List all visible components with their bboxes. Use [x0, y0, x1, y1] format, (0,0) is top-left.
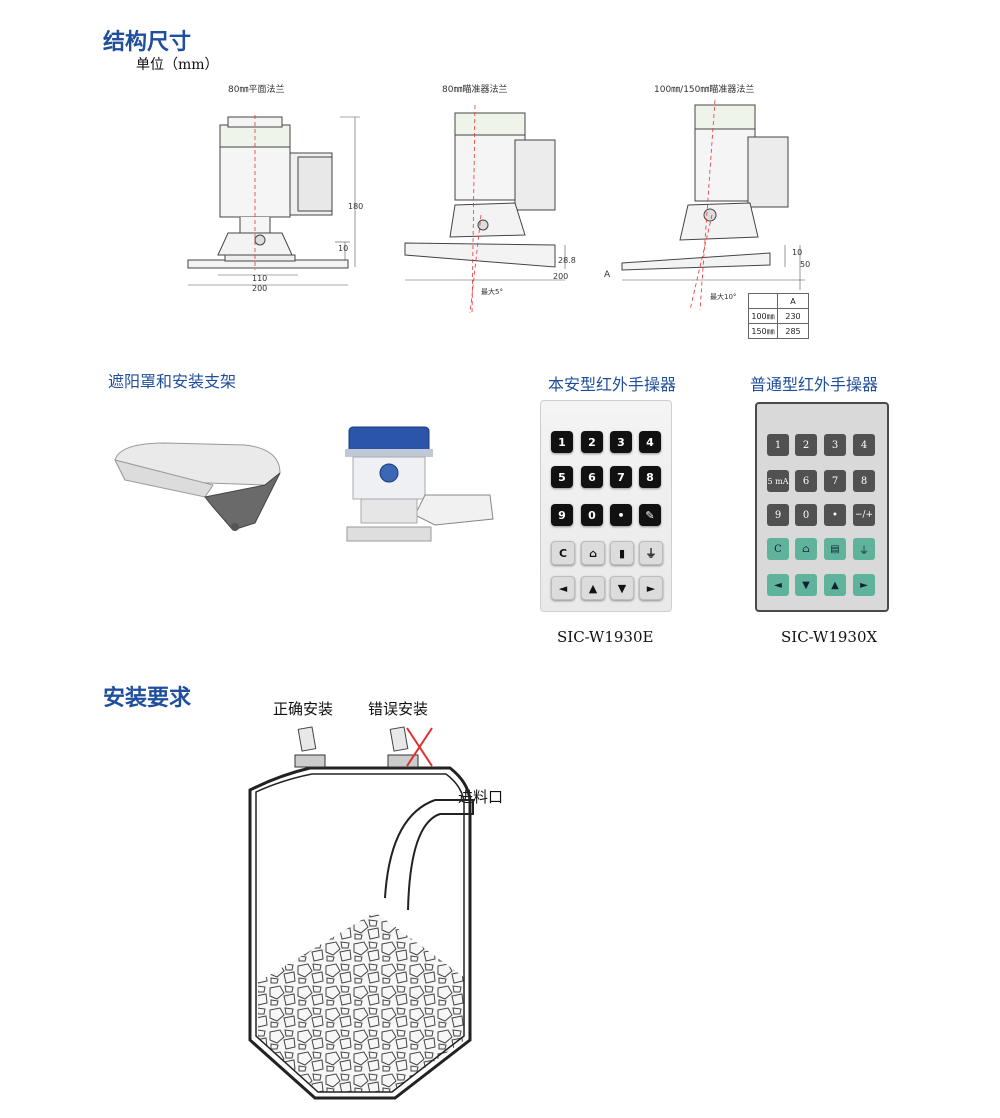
dim-28-8: 28.8 — [558, 256, 576, 265]
key-7[interactable]: 7 — [610, 466, 632, 488]
silo-diagram — [248, 726, 474, 1100]
arrow-left-icon[interactable]: ◄ — [551, 576, 575, 600]
key-c[interactable]: C — [551, 541, 575, 565]
dim-200: 200 — [252, 284, 267, 293]
diagram-aimer-flange-80: 28.8 200 最大5° — [404, 104, 576, 316]
table-cell: 100㎜ — [748, 308, 778, 324]
wrong-install-label: 错误安装 — [368, 700, 429, 718]
dim-50-5: 50.5 — [800, 260, 810, 269]
key-9[interactable]: 9 — [551, 504, 573, 526]
key-4[interactable]: 4 — [639, 431, 661, 453]
dim-A: A — [604, 270, 611, 280]
remote2-model: SIC-W1930X — [781, 628, 878, 646]
sunshade-image — [114, 442, 281, 531]
diagram3-caption: 100㎜/150㎜瞄准器法兰 — [654, 85, 755, 95]
correct-install-label: 正确安装 — [273, 700, 334, 718]
key-4[interactable]: 4 — [853, 434, 875, 456]
table-cell: 150㎜ — [748, 323, 778, 339]
key-enter[interactable]: ⏚ — [639, 541, 663, 565]
section-title-installation: 安装要求 — [103, 686, 192, 711]
key-menu[interactable]: ▤ — [824, 538, 846, 560]
key-plus-minus[interactable]: −/+ — [853, 504, 875, 526]
remote-standard: 1 2 3 4 5 mA 6 7 8 9 0 • −/+ C ⌂ ▤ ⏚ ◄ ▼… — [755, 402, 889, 612]
key-edit[interactable]: ✎ — [639, 504, 661, 526]
key-3[interactable]: 3 — [824, 434, 846, 456]
angle-5: 最大5° — [481, 287, 503, 296]
key-5[interactable]: 5 mA — [767, 470, 789, 492]
key-1[interactable]: 1 — [767, 434, 789, 456]
arrow-right-icon[interactable]: ► — [639, 576, 663, 600]
table-header-a: A — [777, 293, 809, 309]
key-c[interactable]: C — [767, 538, 789, 560]
dim-10: 10 — [338, 244, 348, 253]
key-5[interactable]: 5 — [551, 466, 573, 488]
diagram-flat-flange: 180 10 110 200 — [187, 115, 363, 293]
key-6[interactable]: 6 — [795, 470, 817, 492]
key-dot[interactable]: • — [610, 504, 632, 526]
diagram2-caption: 80㎜瞄准器法兰 — [442, 85, 508, 95]
arrow-left-icon[interactable]: ◄ — [767, 574, 789, 596]
table-cell: 230 — [777, 308, 809, 324]
arrow-down-icon[interactable]: ▼ — [610, 576, 634, 600]
diagram-aimer-flange-100-150: 10 50.5 A 最大10° — [604, 99, 810, 311]
dim-110: 110 — [252, 274, 267, 283]
arrow-down-icon[interactable]: ▼ — [795, 574, 817, 596]
remote1-model: SIC-W1930E — [557, 628, 654, 646]
key-7[interactable]: 7 — [824, 470, 846, 492]
unit-label: 单位（mm） — [136, 57, 219, 73]
sensor-bracket-image — [345, 426, 494, 542]
key-2[interactable]: 2 — [795, 434, 817, 456]
section-title-structure: 结构尺寸 — [103, 30, 192, 55]
angle-10: 最大10° — [710, 292, 736, 301]
remote-intrinsic-safe: 1 2 3 4 5 6 7 8 9 0 • ✎ C ⌂ ▮ ⏚ ◄ ▲ ▼ ► — [540, 400, 672, 612]
dimension-table: A 100㎜ 230 150㎜ 285 — [748, 293, 809, 339]
key-6[interactable]: 6 — [581, 466, 603, 488]
home-icon[interactable]: ⌂ — [581, 541, 605, 565]
key-menu[interactable]: ▮ — [610, 541, 634, 565]
arrow-up-icon[interactable]: ▲ — [824, 574, 846, 596]
home-icon[interactable]: ⌂ — [795, 538, 817, 560]
key-0[interactable]: 0 — [795, 504, 817, 526]
arrow-up-icon[interactable]: ▲ — [581, 576, 605, 600]
dim-180: 180 — [348, 202, 363, 211]
key-9[interactable]: 9 — [767, 504, 789, 526]
remote1-title: 本安型红外手操器 — [548, 375, 677, 394]
arrow-right-icon[interactable]: ► — [853, 574, 875, 596]
dim-200b: 200 — [553, 272, 568, 281]
key-dot[interactable]: • — [824, 504, 846, 526]
table-cell: 285 — [777, 323, 809, 339]
key-0[interactable]: 0 — [581, 504, 603, 526]
key-3[interactable]: 3 — [610, 431, 632, 453]
dim-10b: 10 — [792, 248, 802, 257]
diagram1-caption: 80㎜平面法兰 — [228, 85, 285, 95]
remote2-title: 普通型红外手操器 — [750, 375, 879, 394]
key-8[interactable]: 8 — [639, 466, 661, 488]
key-2[interactable]: 2 — [581, 431, 603, 453]
sunshade-title: 遮阳罩和安装支架 — [108, 372, 237, 391]
key-8[interactable]: 8 — [853, 470, 875, 492]
key-1[interactable]: 1 — [551, 431, 573, 453]
key-enter[interactable]: ⏚ — [853, 538, 875, 560]
